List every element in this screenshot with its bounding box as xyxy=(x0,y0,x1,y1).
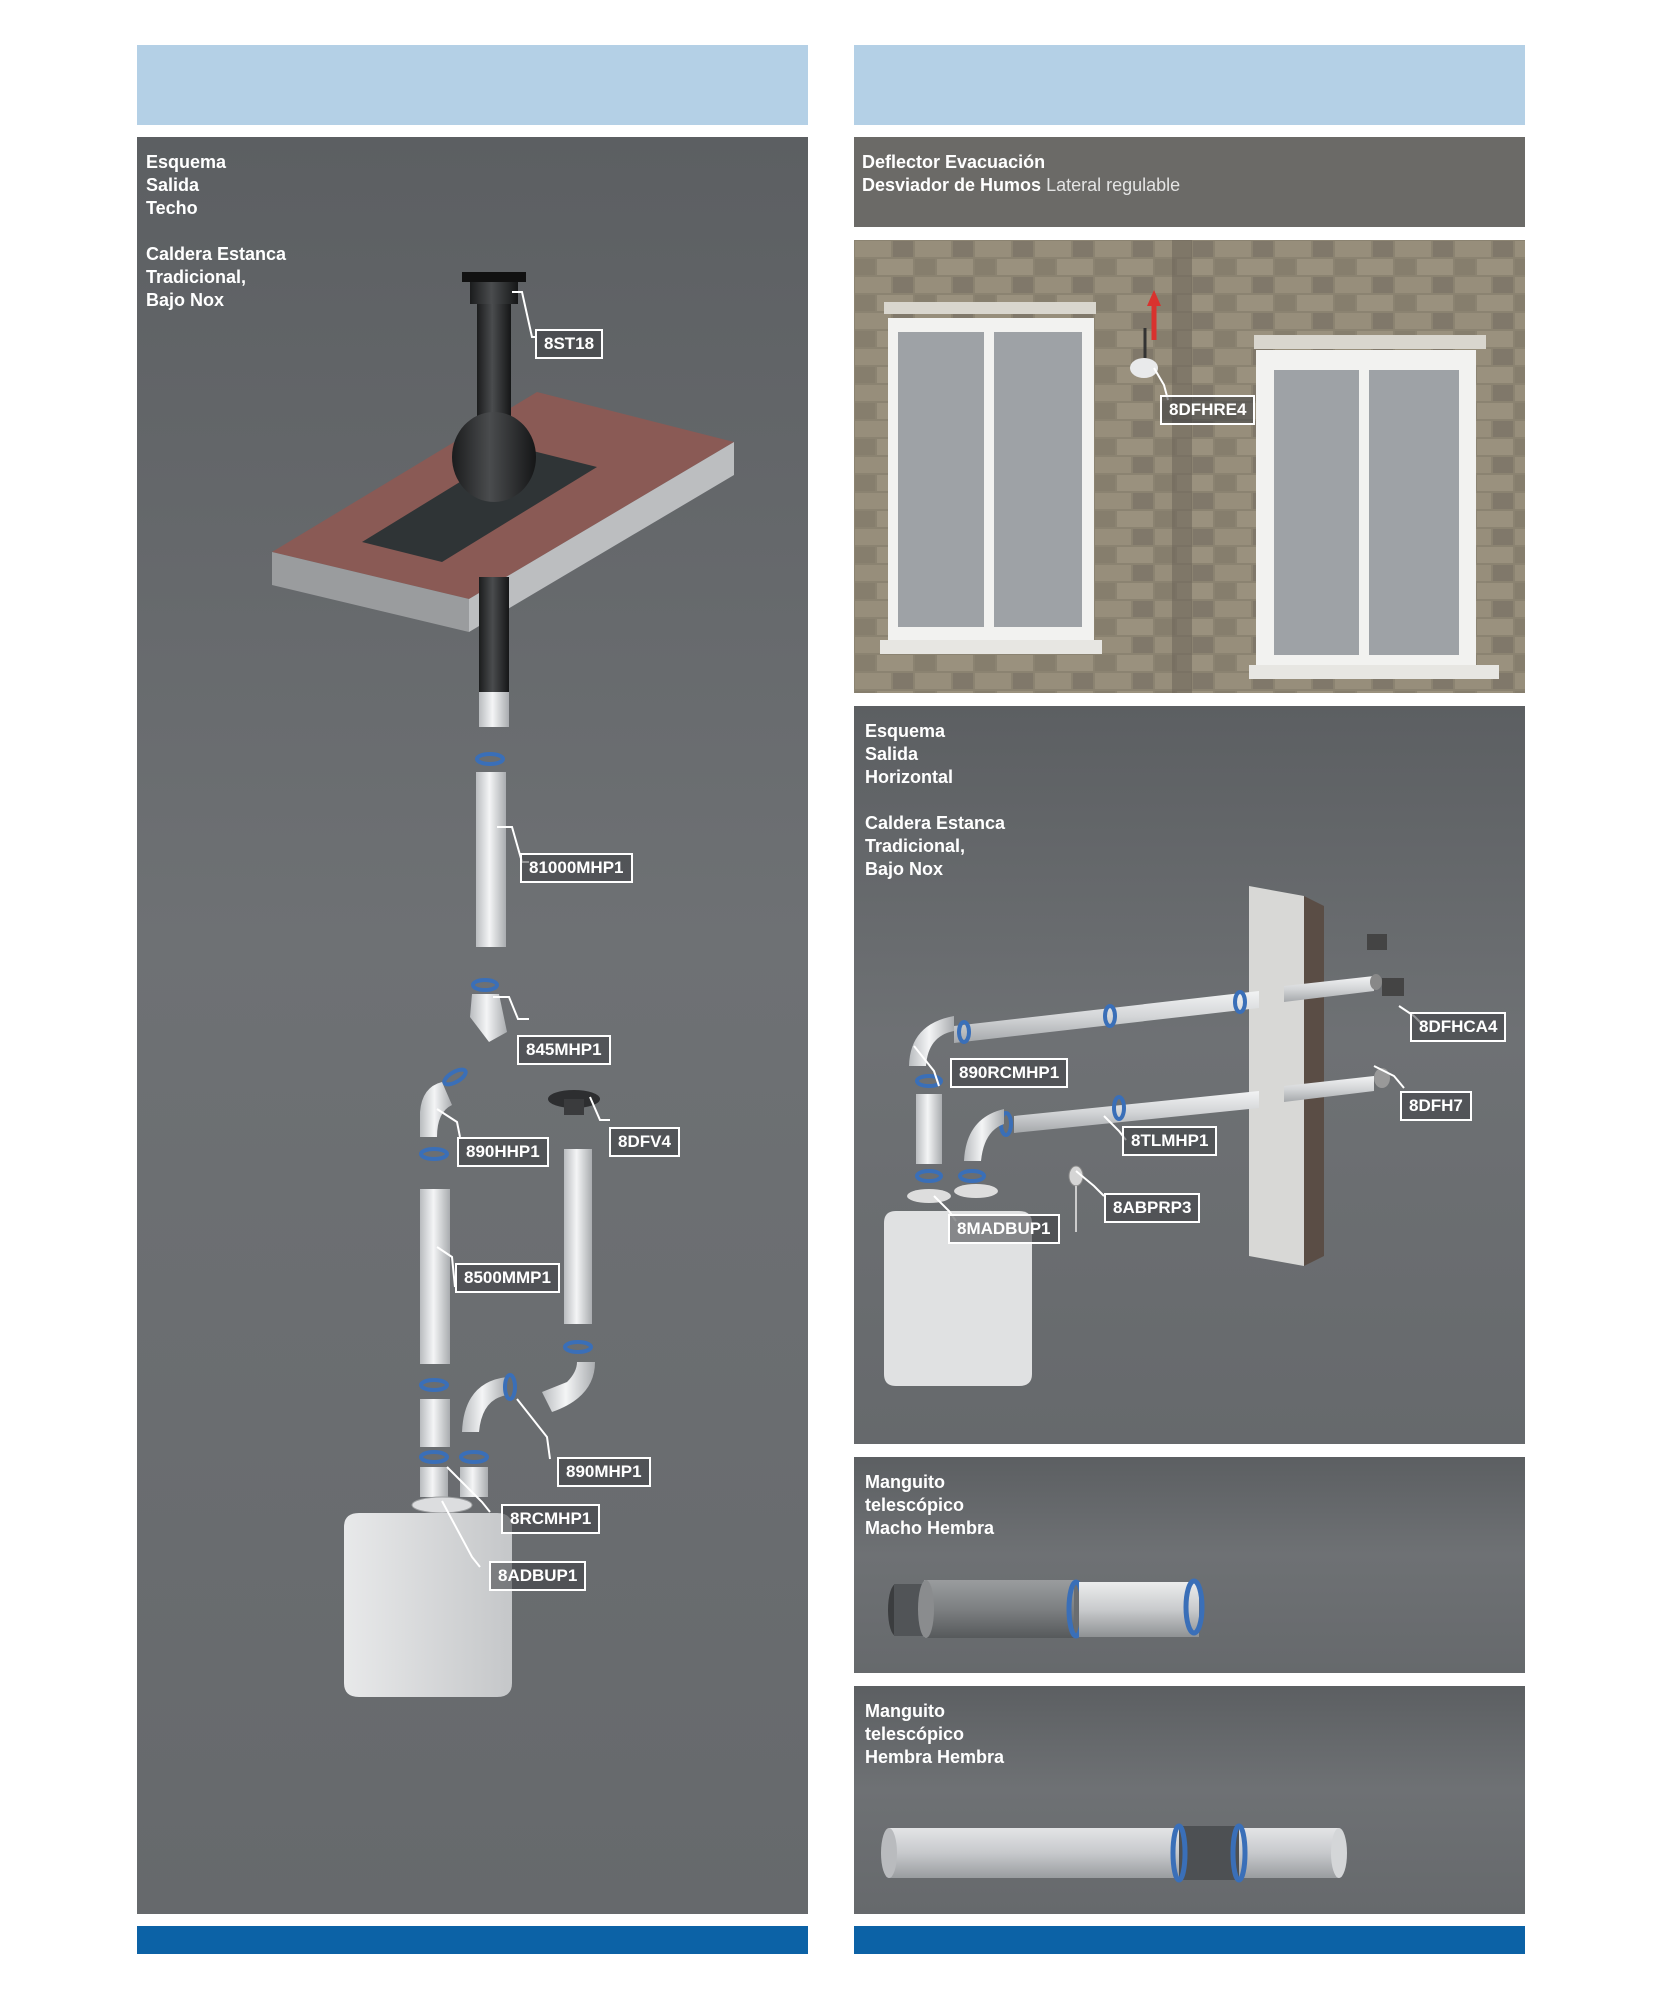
deflector-title: Deflector Evacuación xyxy=(862,152,1046,172)
deflector-subtitle-detail: Lateral regulable xyxy=(1046,175,1181,195)
label-8dfh7: 8DFH7 xyxy=(1400,1091,1472,1121)
lower-horizontal-pipe xyxy=(964,1076,1374,1161)
deflector-caption-box: Deflector Evacuación Desviador de Humos … xyxy=(854,137,1525,227)
manguito-hh-caption: Manguito telescópico Hembra Hembra xyxy=(865,1701,1005,1767)
left-header-band xyxy=(137,45,808,125)
horizontal-boiler-assembly xyxy=(884,1074,1032,1386)
label-81000mhp1: 81000MHP1 xyxy=(520,853,633,883)
window-left xyxy=(880,302,1102,654)
manguito-mh-caption: Manguito telescópico Macho Hembra xyxy=(865,1472,995,1538)
label-8dfv4: 8DFV4 xyxy=(609,1127,680,1157)
pipe-500mm-right xyxy=(564,1149,592,1324)
elbow-45 xyxy=(470,978,507,1042)
label-8dfhre4: 8DFHRE4 xyxy=(1160,395,1256,425)
horizontal-outlet-panel: Esquema Salida Horizontal Caldera Estanc… xyxy=(854,706,1525,1444)
terminal-caps xyxy=(1367,934,1404,1088)
elbow-90-left xyxy=(420,1067,468,1137)
roof-outlet-caption: Esquema Salida Techo Caldera Estanca Tra… xyxy=(146,152,287,310)
label-8st18: 8ST18 xyxy=(535,329,604,359)
label-8dfhca4: 8DFHCA4 xyxy=(1410,1012,1507,1042)
roof-terminal-8st18 xyxy=(452,272,536,727)
right-footer-band xyxy=(854,1926,1525,1954)
manguito-mh-illustration xyxy=(888,1578,1205,1639)
label-890rcmhp1: 890RCMHP1 xyxy=(950,1058,1069,1088)
window-right xyxy=(1249,335,1499,679)
elbow-90-center xyxy=(462,1373,517,1432)
label-890hhp1: 890HHP1 xyxy=(457,1137,549,1167)
manguito-hh-illustration xyxy=(881,1823,1347,1883)
horizontal-outlet-caption: Esquema Salida Horizontal Caldera Estanc… xyxy=(865,721,1006,879)
label-8adbup1: 8ADBUP1 xyxy=(489,1561,587,1591)
clamp-8abprp3 xyxy=(1068,1165,1084,1232)
roof-outlet-diagram xyxy=(272,272,734,1697)
right-header-band xyxy=(854,45,1525,125)
deflector-illustration xyxy=(854,240,1525,693)
vent-cap-8dfv4 xyxy=(548,1090,600,1115)
label-8abprp3: 8ABPRP3 xyxy=(1104,1193,1201,1223)
wall-section xyxy=(1249,886,1324,1266)
label-845mhp1: 845MHP1 xyxy=(517,1035,611,1065)
pipe-1000mm xyxy=(475,752,506,947)
adapter-tee xyxy=(411,1378,489,1514)
deflector-photo-panel: 8DFHRE4 xyxy=(854,240,1525,693)
elbow-90-right xyxy=(542,1340,595,1412)
label-890mhp1: 890MHP1 xyxy=(557,1457,651,1487)
roof-outlet-panel: Esquema Salida Techo Caldera Estanca Tra… xyxy=(137,137,808,1914)
boiler-unit xyxy=(344,1513,512,1697)
label-8rcmhp1: 8RCMHP1 xyxy=(501,1504,601,1534)
left-footer-band xyxy=(137,1926,808,1954)
manguito-macho-hembra-panel: Manguito telescópico Macho Hembra xyxy=(854,1457,1525,1673)
horizontal-outlet-diagram xyxy=(884,886,1423,1386)
manguito-hembra-hembra-panel: Manguito telescópico Hembra Hembra xyxy=(854,1686,1525,1914)
label-8madbup1: 8MADBUP1 xyxy=(948,1214,1060,1244)
deflector-subtitle: Desviador de Humos xyxy=(862,175,1042,195)
pipe-500mm-left xyxy=(419,1147,450,1364)
label-8500mmp1: 8500MMP1 xyxy=(455,1263,560,1293)
label-8tlmhp1: 8TLMHP1 xyxy=(1122,1126,1218,1156)
